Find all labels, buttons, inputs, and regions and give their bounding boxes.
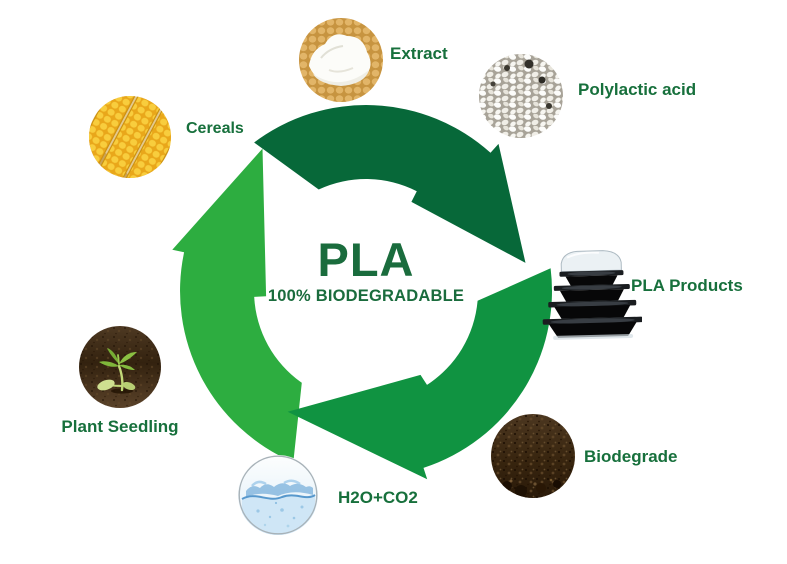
cereals-image [89, 96, 171, 178]
diagram-subtitle: 100% BIODEGRADABLE [267, 287, 465, 305]
extract-label: Extract [390, 44, 448, 63]
water-splash-icon [238, 455, 318, 535]
polylactic-acid-label: Polylactic acid [578, 80, 697, 99]
recycle-arrow-left-icon [172, 148, 302, 463]
plant-seedling-image [79, 326, 161, 408]
recycle-arrow-top-icon [254, 105, 526, 263]
cereals-label: Cereals [186, 120, 244, 137]
seedling-icon [79, 326, 161, 408]
extract-image [299, 18, 383, 102]
biodegrade-image [491, 414, 575, 498]
plant-seedling-label: Plant Seedling [61, 417, 179, 436]
diagram-title: PLA [317, 233, 415, 286]
recycle-cycle-arrows-icon [172, 105, 552, 480]
recycle-arrow-right-icon [287, 268, 552, 480]
pla-products-label: PLA Products [631, 276, 743, 295]
soil-icon [491, 414, 575, 498]
pla-products-image [538, 247, 643, 341]
h2o-co2-label: H2O+CO2 [338, 488, 418, 507]
pla-pellets-icon [479, 54, 563, 138]
center-title-block: PLA 100% BIODEGRADABLE [236, 236, 496, 306]
h2o-co2-image [238, 455, 318, 535]
biodegrade-label: Biodegrade [584, 447, 678, 466]
corn-cobs-icon [89, 96, 171, 178]
polylactic-acid-image [479, 54, 563, 138]
starch-powder-icon [299, 18, 383, 102]
stacked-trays-icon [542, 250, 643, 340]
